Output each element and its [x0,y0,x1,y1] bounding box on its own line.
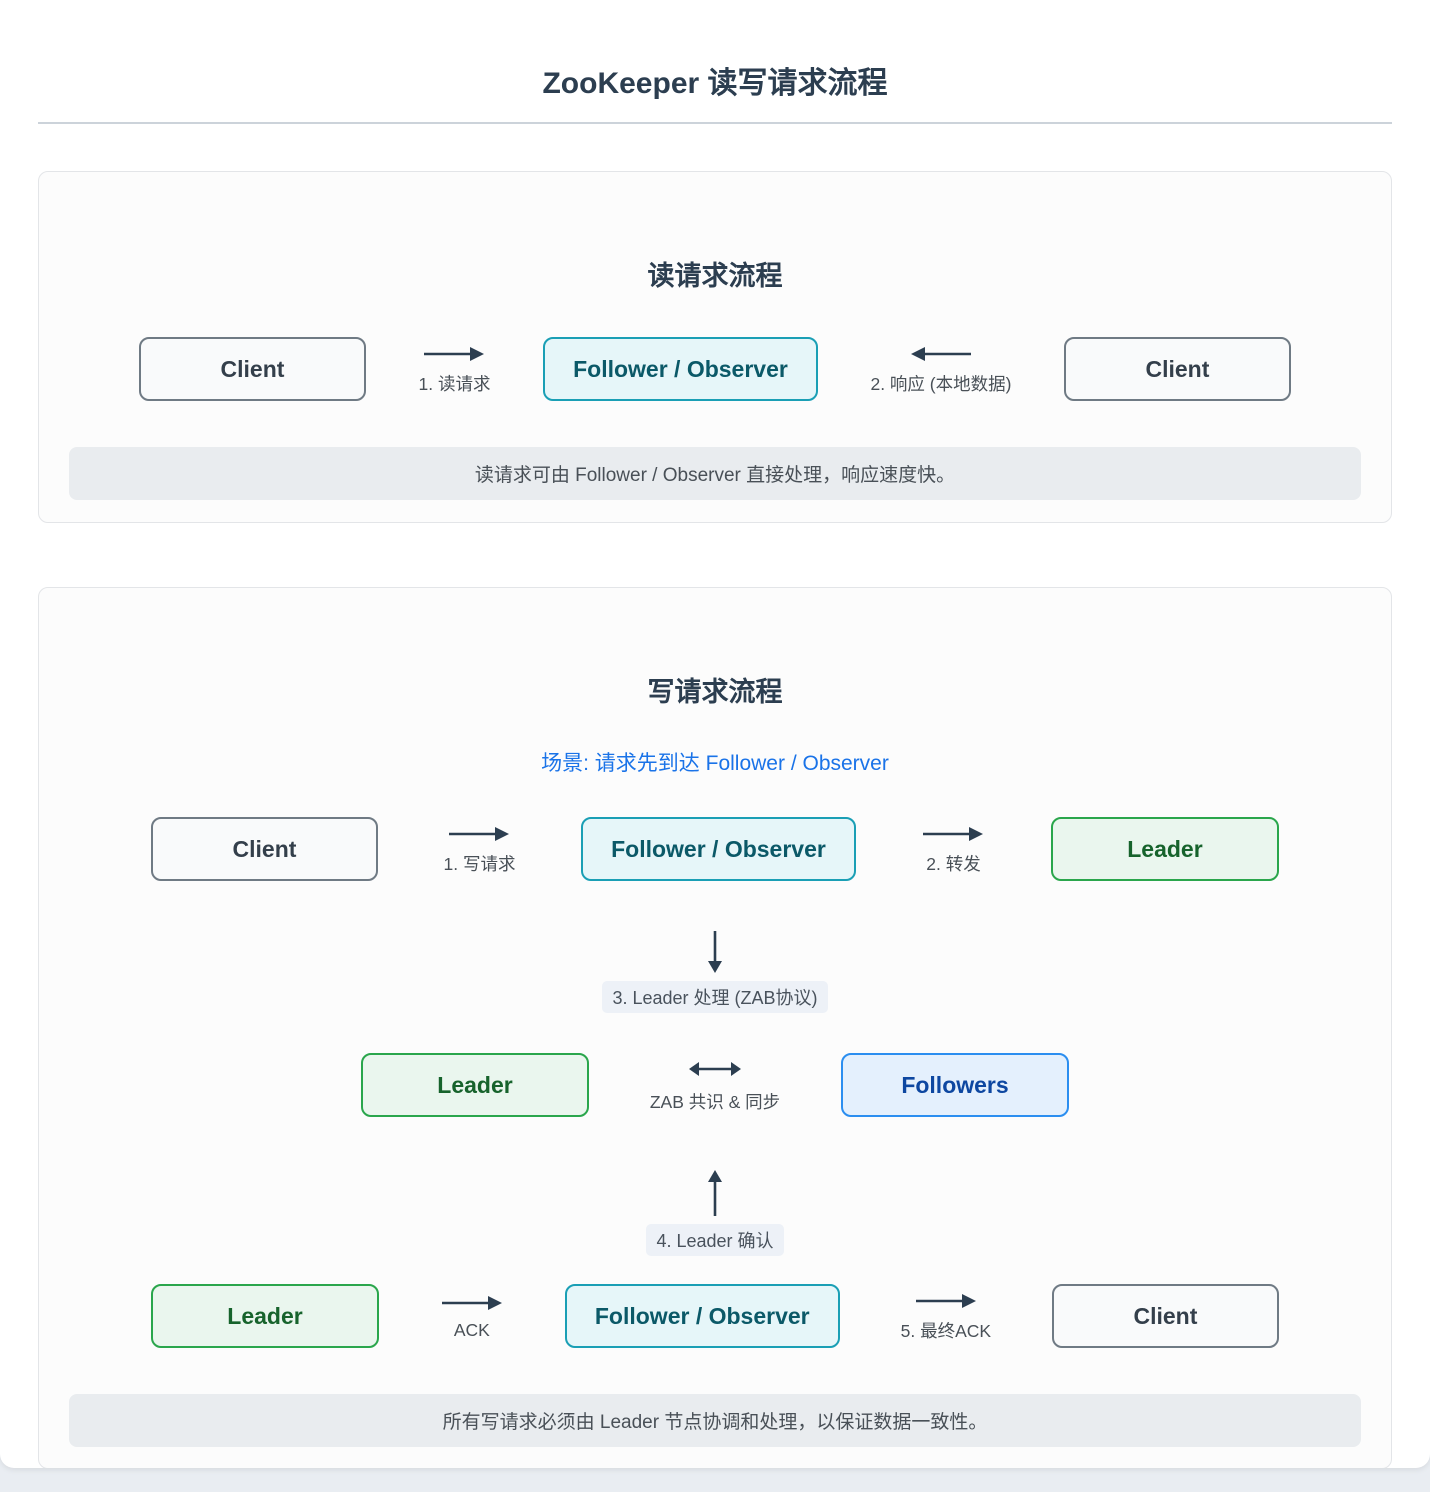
node-followers: Followers [841,1053,1069,1117]
write-step2-label: 2. 转发 [926,853,981,874]
arrow-right-icon [915,1293,976,1308]
write-ack-arrow-group: ACK [440,1292,504,1341]
node-follower-observer: Follower / Observer [542,337,818,401]
write-step1-arrow-group: 1. 写请求 [443,823,516,876]
node-leader: Leader [1050,817,1279,881]
node-follower-observer: Follower / Observer [564,1284,840,1348]
arrow-right-icon [923,826,984,841]
read-flow-note: 读请求可由 Follower / Observer 直接处理，响应速度快。 [69,447,1361,500]
zab-sync-group: ZAB 共识 & 同步 [645,1057,785,1114]
arrow-double-horizontal-icon [689,1061,741,1076]
write-flow-scenario: 场景: 请求先到达 Follower / Observer [541,752,889,775]
write-step5-label: 5. 最终ACK [900,1320,992,1341]
zab-sync-label: ZAB 共识 & 同步 [649,1091,781,1112]
write-step2-arrow-group: 2. 转发 [921,823,985,876]
node-client: Client [1051,1284,1279,1348]
write-step4-arrow-group: 4. Leader 确认 [39,1168,1391,1256]
arrow-left-icon [910,346,971,361]
read-step2-label: 2. 响应 (本地数据) [870,373,1012,394]
read-step2-arrow-group: 2. 响应 (本地数据) [870,343,1011,396]
panel-write-flow: 写请求流程 场景: 请求先到达 Follower / Observer Clie… [38,587,1392,1468]
title-divider [38,122,1392,124]
write-flow-row1: Client 1. 写请求 Follower / Observer 2. 转发 … [39,817,1391,881]
read-flow-row: Client 1. 读请求 Follower / Observer 2. 响应 … [39,337,1391,401]
write-flow-note: 所有写请求必须由 Leader 节点协调和处理，以保证数据一致性。 [69,1394,1361,1447]
write-ack-label: ACK [453,1319,490,1340]
arrow-right-icon [424,346,485,361]
write-step1-label: 1. 写请求 [443,853,516,874]
node-client: Client [151,817,378,881]
node-client-right: Client [1063,337,1291,401]
node-leader: Leader [361,1053,589,1117]
write-flow-title: 写请求流程 [647,677,783,707]
write-flow-row3: Leader ACK Follower / Observer 5. 最终ACK … [39,1284,1391,1348]
write-step3-label: 3. Leader 处理 (ZAB协议) [602,981,828,1013]
arrow-up-icon [708,1170,722,1216]
node-client-left: Client [139,337,366,401]
panel-read-flow: 读请求流程 Client 1. 读请求 Follower / Observer … [38,171,1392,523]
read-step1-label: 1. 读请求 [418,373,491,394]
page-title: ZooKeeper 读写请求流程 [542,67,888,100]
arrow-right-icon [449,826,510,841]
write-step3-arrow-group: 3. Leader 处理 (ZAB协议) [39,929,1391,1013]
write-flow-row2: Leader ZAB 共识 & 同步 Followers [39,1053,1391,1117]
node-leader: Leader [151,1284,379,1348]
read-flow-title: 读请求流程 [647,261,783,291]
write-step5-arrow-group: 5. 最终ACK [901,1290,991,1343]
arrow-down-icon [708,931,722,973]
write-step4-label: 4. Leader 确认 [646,1224,784,1256]
arrow-right-icon [441,1295,502,1310]
node-follower-observer: Follower / Observer [580,817,856,881]
read-step1-arrow-group: 1. 读请求 [418,343,491,396]
